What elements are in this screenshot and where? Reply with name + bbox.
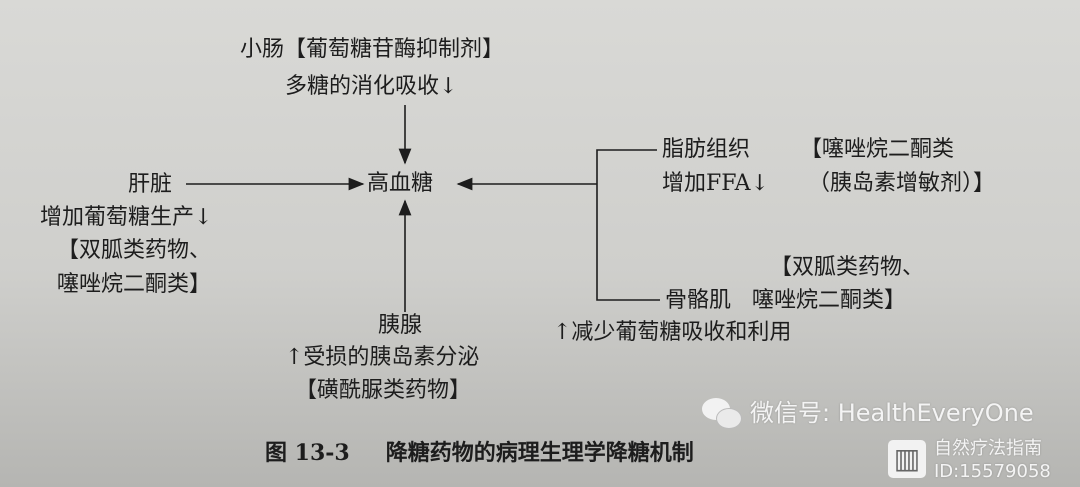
muscle-drug-1: 【双胍类药物、 <box>770 255 925 280</box>
liver-drug-1: 【双胍类药物、 <box>57 238 212 263</box>
brand-name: 自然疗法指南 <box>934 438 1042 459</box>
pancreas-effect: ↑受损的胰岛素分泌 <box>285 345 480 370</box>
liver-label: 肝脏 <box>128 172 173 197</box>
figure-caption: 图 13-3 降糖药物的病理生理学降糖机制 <box>265 440 694 466</box>
liver-drug-2: 噻唑烷二酮类】 <box>57 272 212 297</box>
brand-id: ID:15579058 <box>934 461 1051 482</box>
muscle-drug-2: 噻唑烷二酮类】 <box>752 288 907 313</box>
muscle-effect: ↑减少葡萄糖吸收和利用 <box>553 320 792 345</box>
intestine-effect: 多糖的消化吸收↓ <box>285 74 458 99</box>
wechat-id: 微信号: HealthEveryOne <box>750 399 1034 427</box>
adipose-drug-2: （胰岛素增敏剂）】 <box>808 171 996 196</box>
adipose-effect: 增加FFA↓ <box>662 171 769 196</box>
muscle-label: 骨骼肌 <box>665 288 732 313</box>
intestine-label: 小肠【葡萄糖苷酶抑制剂】 <box>240 37 505 62</box>
figure-title: 降糖药物的病理生理学降糖机制 <box>385 440 694 466</box>
wechat-icon <box>702 398 742 429</box>
liver-effect: 增加葡萄糖生产↓ <box>40 205 213 230</box>
adipose-drug-1: 【噻唑烷二酮类 <box>800 137 955 162</box>
bracket-adipose-muscle <box>596 149 660 301</box>
pancreas-drug: 【磺酰脲类药物】 <box>295 378 472 403</box>
brand-logo-icon: ▥ <box>888 440 926 478</box>
adipose-label: 脂肪组织 <box>662 137 751 162</box>
hyperglycemia-node: 高血糖 <box>367 171 434 196</box>
pancreas-label: 胰腺 <box>378 313 423 338</box>
figure-number: 图 13-3 <box>265 440 350 466</box>
